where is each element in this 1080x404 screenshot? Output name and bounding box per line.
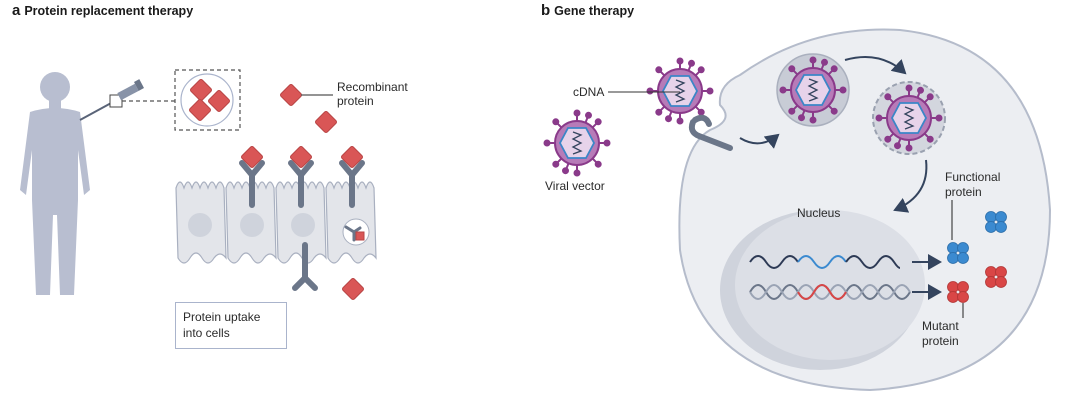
recombinant-protein-icon [341, 277, 365, 301]
cell-nucleus [240, 213, 264, 237]
dna-double-helix [749, 284, 911, 300]
panel-b-letter: b [541, 2, 551, 19]
endosome-arrow [844, 56, 907, 75]
panel-b-title-text: Gene therapy [554, 4, 635, 18]
cell-nucleus [188, 213, 212, 237]
uptake-label-box [175, 302, 287, 349]
recombinant-protein-icon [314, 110, 338, 134]
cdna-label: cDNA [573, 85, 604, 99]
human-body-icon [20, 72, 90, 295]
recombinant-protein-icon [279, 83, 303, 107]
binding-virus-icon [646, 57, 714, 125]
uptake-label-line2: into cells [183, 326, 230, 340]
inset-box [174, 69, 241, 131]
cell-surface-receptor-icon [688, 114, 733, 151]
nuclear-entry-arrow [893, 159, 928, 213]
internalized-receptor-icon [344, 225, 362, 242]
uptake-label-line1: Protein uptake [183, 310, 261, 324]
basal-receptor-icon [292, 242, 318, 291]
nucleus-label: Nucleus [797, 206, 840, 220]
panel-a-letter: a [12, 2, 21, 19]
mrna-strand [749, 255, 901, 269]
uptake-arrow [739, 133, 780, 149]
syringe-icon [79, 79, 144, 121]
recombinant-label-line1: Recombinant [337, 80, 408, 94]
functional-label-line1: Functional [945, 170, 1000, 184]
mutant-label-line2: protein [922, 334, 959, 348]
panel-a-title-text: Protein replacement therapy [24, 4, 194, 18]
recombinant-label-line2: protein [337, 94, 374, 108]
internalized-protein-icon [355, 231, 365, 241]
endosomal-virus-icon [779, 56, 847, 124]
escaping-virus-icon [875, 84, 943, 152]
mutant-label-line1: Mutant [922, 319, 959, 333]
viral-vector-icon [543, 109, 611, 177]
cell-nucleus [291, 213, 315, 237]
nucleus [735, 210, 925, 360]
viral-vector-label: Viral vector [545, 179, 605, 193]
functional-label-line2: protein [945, 185, 982, 199]
